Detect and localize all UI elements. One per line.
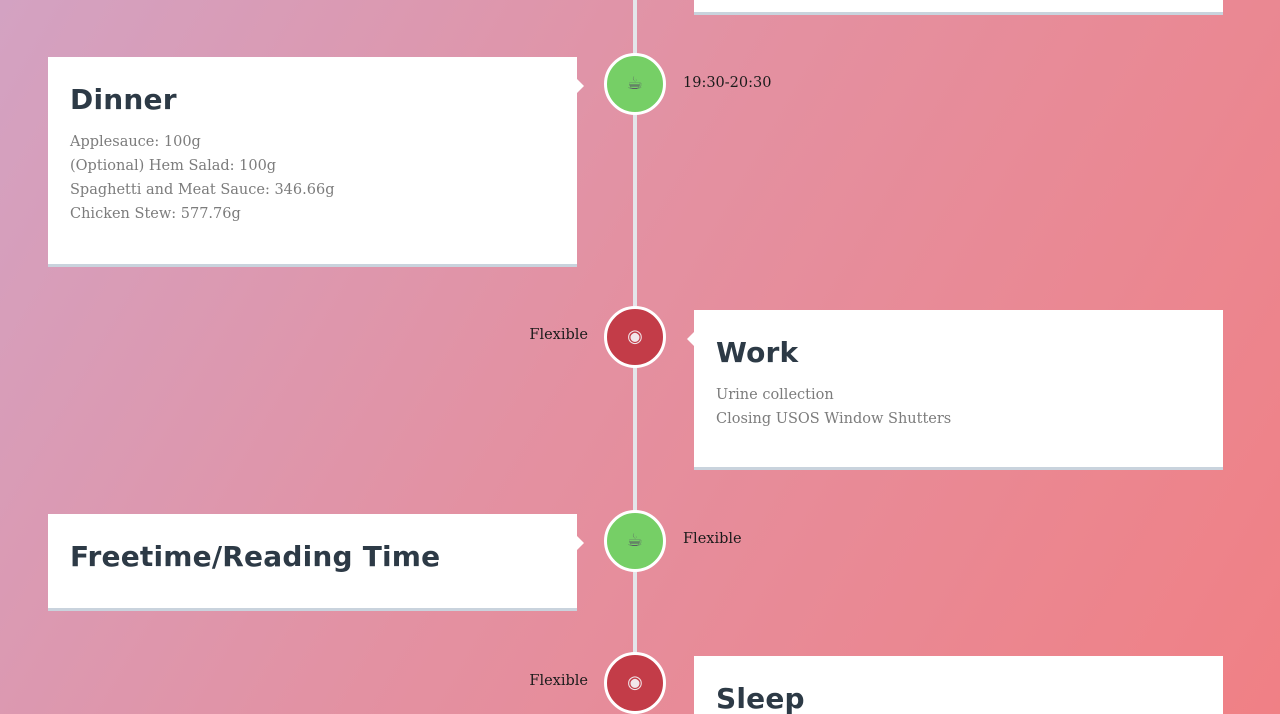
timeline-node-sleep: ◉ bbox=[604, 652, 666, 714]
timeline-card-sleep: Sleep bbox=[694, 656, 1223, 714]
card-item: Spaghetti and Meat Sauce: 346.66g bbox=[70, 182, 335, 198]
card-item: (Optional) Hem Salad: 100g bbox=[70, 158, 277, 174]
timeline-node-freetime: ☕ bbox=[604, 510, 666, 572]
card-item: Applesauce: 100g bbox=[70, 134, 201, 150]
timeline-card-previous bbox=[694, 0, 1223, 12]
timeline-node-work: ◉ bbox=[604, 306, 666, 368]
card-title: Work bbox=[716, 336, 799, 369]
card-item: Urine collection bbox=[716, 387, 834, 403]
time-label: Flexible bbox=[529, 673, 588, 689]
astronaut-icon: ◉ bbox=[627, 326, 643, 347]
astronaut-icon: ◉ bbox=[627, 672, 643, 693]
meal-icon: ☕ bbox=[626, 73, 644, 94]
timeline-card-freetime: Freetime/Reading Time bbox=[48, 514, 584, 608]
card-title: Dinner bbox=[70, 83, 177, 116]
card-item: Chicken Stew: 577.76g bbox=[70, 206, 241, 222]
card-title: Freetime/Reading Time bbox=[70, 540, 441, 573]
time-label: Flexible bbox=[683, 531, 742, 547]
card-items: Applesauce: 100g (Optional) Hem Salad: 1… bbox=[70, 130, 555, 226]
timeline-node-dinner: ☕ bbox=[604, 53, 666, 115]
time-label: 19:30-20:30 bbox=[683, 75, 772, 91]
timeline-card-work: Work Urine collection Closing USOS Windo… bbox=[687, 310, 1223, 467]
meal-icon: ☕ bbox=[626, 530, 644, 551]
time-label: Flexible bbox=[529, 327, 588, 343]
card-item: Closing USOS Window Shutters bbox=[716, 411, 952, 427]
card-title: Sleep bbox=[716, 682, 805, 714]
card-items: Urine collection Closing USOS Window Shu… bbox=[716, 383, 1201, 431]
timeline-card-dinner: Dinner Applesauce: 100g (Optional) Hem S… bbox=[48, 57, 584, 264]
